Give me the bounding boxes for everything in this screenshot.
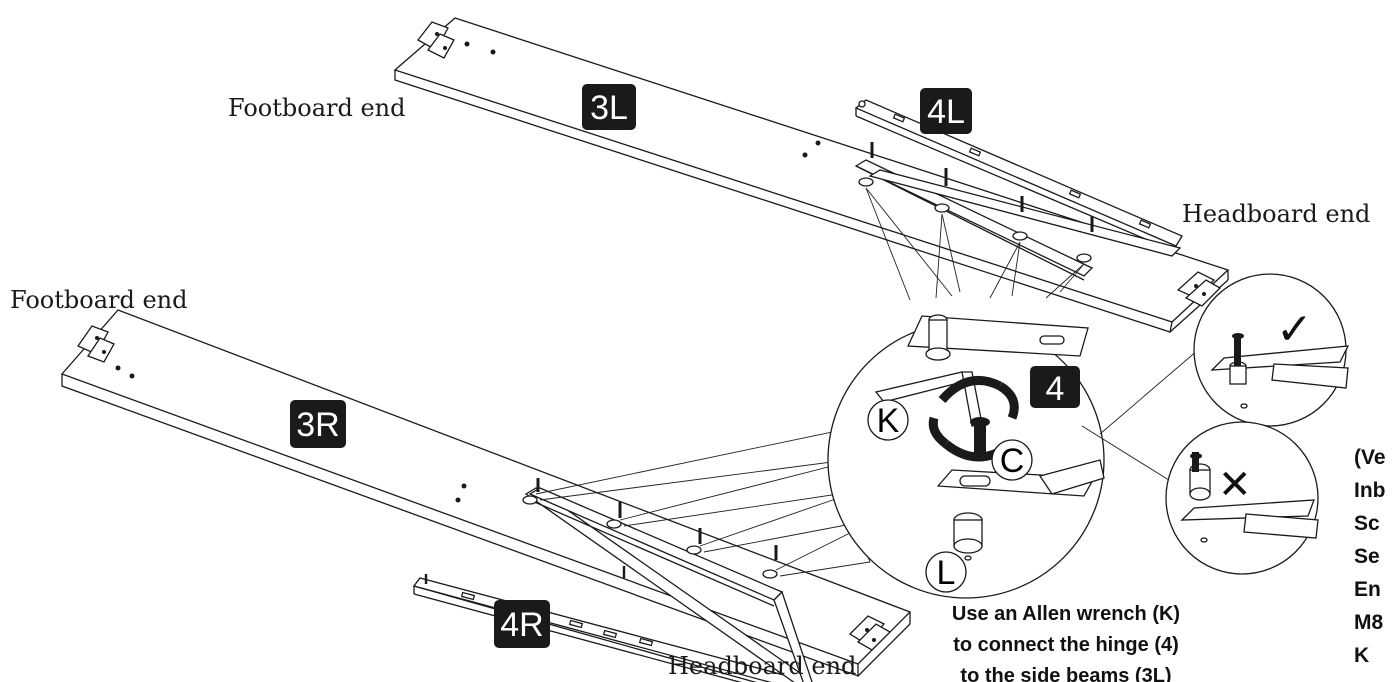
callout-l: L <box>937 554 956 592</box>
svg-text:4R: 4R <box>500 606 543 644</box>
incorrect-detail: ✕ <box>1165 421 1319 575</box>
tag-4-box <box>1030 366 1080 408</box>
tag-4l: 4L <box>920 88 972 134</box>
instruction-line: to the side beams (3L) <box>960 665 1171 682</box>
detail-magnifier: K C L 4 <box>827 314 1105 599</box>
instruction-line: K <box>1354 644 1369 667</box>
beam-3r <box>60 309 912 677</box>
label-footboard-left: Footboard end <box>10 286 188 314</box>
tag-3l: 3L <box>582 84 636 130</box>
incorrect-mark: ✕ <box>1218 462 1252 508</box>
correct-mark: ✓ <box>1276 304 1313 355</box>
instruction-line: Inb <box>1354 479 1386 502</box>
instructions-english: Use an Allen wrench (K) to connect the h… <box>952 603 1180 682</box>
bracket-3l-foot <box>417 21 455 59</box>
instruction-line: to connect the hinge (4) <box>953 634 1179 656</box>
instruction-line: M8 <box>1354 611 1383 634</box>
svg-text:3L: 3L <box>590 89 628 127</box>
bracket-3r-foot <box>77 325 115 363</box>
tag-4r: 4R <box>494 600 550 648</box>
callout-c-circle <box>991 439 1033 481</box>
label-headboard-bottom: Headboard end <box>668 652 856 680</box>
tag-4: 4 <box>1046 370 1065 408</box>
callout-c: C <box>1000 442 1025 480</box>
bracket-3l-head <box>1176 271 1222 307</box>
callout-l-circle <box>925 551 967 593</box>
callout-k-circle <box>867 399 909 441</box>
instruction-line: En <box>1354 578 1381 601</box>
beam-3l <box>393 17 1230 333</box>
label-headboard-top: Headboard end <box>1182 200 1370 228</box>
instruction-line: Use an Allen wrench (K) <box>952 603 1180 625</box>
correct-detail: ✓ <box>1193 273 1350 427</box>
svg-text:3R: 3R <box>296 406 339 444</box>
instruction-line: Se <box>1354 545 1380 568</box>
callout-k: K <box>877 402 900 440</box>
instructions-other: (Ve Inb Sc Se En M8 K <box>1354 446 1386 667</box>
bracket-3r-head <box>848 615 892 651</box>
instruction-line: Sc <box>1354 512 1380 535</box>
hinge-4l <box>854 99 1183 301</box>
svg-text:4L: 4L <box>927 93 965 131</box>
instruction-line: (Ve <box>1354 446 1386 469</box>
label-footboard-top: Footboard end <box>228 94 406 122</box>
tag-3r: 3R <box>290 400 346 448</box>
